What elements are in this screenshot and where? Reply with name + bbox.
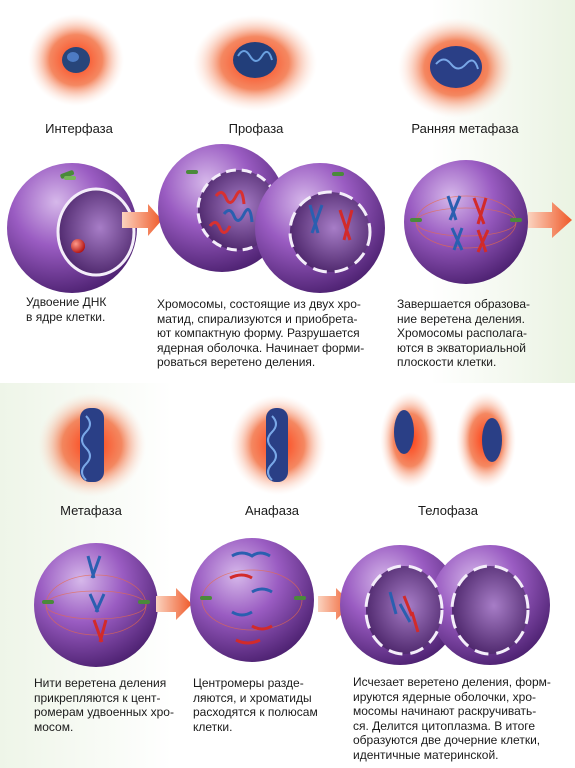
- telophase-cells: [340, 545, 550, 665]
- anaphase-cell: [190, 538, 314, 662]
- telophase-micrograph: [380, 392, 516, 488]
- metaphase-cell: [34, 543, 158, 667]
- stage-label-telophase: Телофаза: [418, 503, 478, 518]
- prophase-micrograph: [193, 15, 317, 111]
- stage-label-anaphase: Анафаза: [244, 503, 300, 518]
- anaphase-micrograph: [230, 395, 326, 495]
- interphase-micrograph: [28, 14, 124, 106]
- caption-metaphase: Нити веретена деления прикрепляются к це…: [34, 676, 174, 734]
- early-metaphase-micrograph: [398, 18, 514, 118]
- arrow-1: [122, 204, 162, 236]
- arrow-3: [156, 588, 192, 620]
- caption-interphase: Удвоение ДНК в ядре клетки.: [26, 295, 107, 324]
- prophase-cell-front: [255, 163, 385, 293]
- stage-label-prophase: Профаза: [228, 121, 284, 136]
- caption-prophase: Хромосомы, состоящие из двух хро- матид,…: [157, 297, 365, 369]
- stage-label-metaphase: Метафаза: [60, 503, 122, 518]
- interphase-cell: [7, 163, 137, 293]
- caption-telophase: Исчезает веретено деления, форм- ируются…: [353, 675, 551, 762]
- stage-label-interphase: Интерфаза: [45, 121, 113, 136]
- caption-anaphase: Центромеры разде- ляются, и хроматиды ра…: [193, 676, 318, 734]
- metaphase-micrograph: [38, 393, 146, 497]
- early-metaphase-cell: [404, 160, 528, 284]
- arrow-2: [528, 202, 572, 238]
- stage-label-early-metaphase: Ранняя метафаза: [411, 121, 519, 136]
- caption-early-metaphase: Завершается образова- ние веретена делен…: [397, 297, 530, 369]
- centriole-icon: [60, 170, 76, 180]
